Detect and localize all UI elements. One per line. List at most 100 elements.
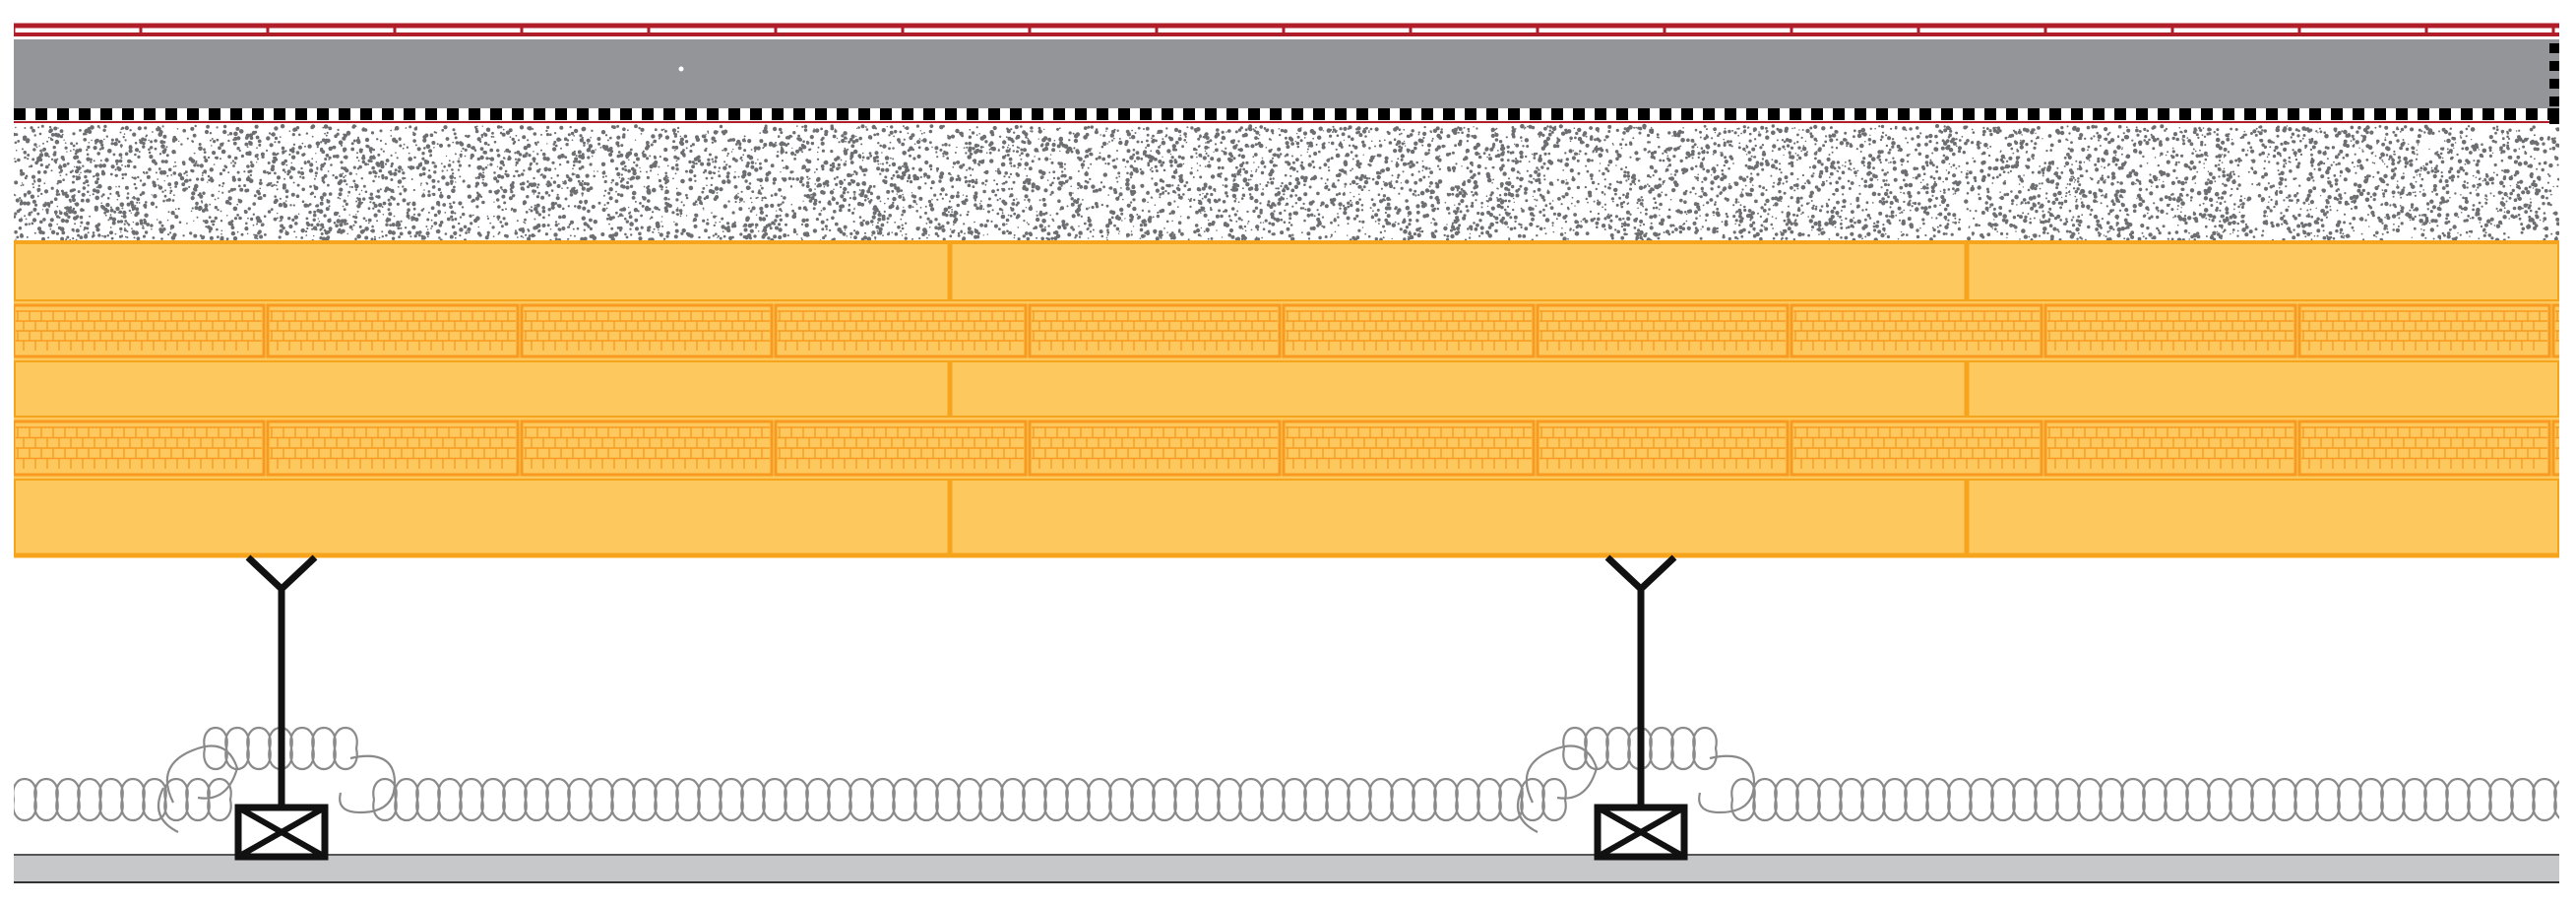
- gravel-grain: [1404, 145, 1407, 147]
- gravel-grain: [829, 163, 833, 167]
- gravel-grain: [1233, 172, 1236, 175]
- gravel-grain: [2273, 149, 2277, 153]
- gravel-grain: [2230, 170, 2232, 173]
- gravel-grain: [100, 202, 102, 204]
- gravel-grain: [1843, 205, 1847, 209]
- gravel-grain: [1591, 180, 1596, 185]
- gravel-grain: [115, 162, 118, 165]
- gravel-grain: [821, 227, 825, 231]
- gravel-grain: [1867, 138, 1872, 142]
- gravel-grain: [445, 181, 450, 186]
- gravel-grain: [2532, 221, 2537, 226]
- gravel-grain: [1958, 139, 1962, 142]
- gravel-grain: [279, 221, 281, 223]
- gravel-grain: [1973, 175, 1978, 180]
- gravel-grain: [2281, 223, 2284, 226]
- gravel-grain: [388, 229, 393, 234]
- gravel-grain: [404, 226, 408, 229]
- gravel-grain: [2107, 140, 2111, 145]
- gravel-grain: [572, 167, 574, 170]
- gravel-grain: [459, 227, 464, 232]
- gravel-grain: [2428, 148, 2430, 151]
- gravel-grain: [1396, 140, 1402, 145]
- gravel-grain: [280, 215, 283, 220]
- gravel-grain: [1490, 133, 1495, 138]
- gravel-grain: [2445, 213, 2450, 218]
- gravel-grain: [895, 170, 899, 174]
- separation-dash: [1681, 108, 1693, 120]
- gravel-grain: [1461, 131, 1464, 134]
- gravel-grain: [408, 125, 412, 129]
- gravel-grain: [1098, 187, 1102, 192]
- separation-dash: [317, 108, 329, 120]
- gravel-grain: [1674, 169, 1679, 173]
- gravel-grain: [2336, 209, 2339, 212]
- gravel-grain: [2295, 164, 2300, 169]
- gravel-grain: [1709, 198, 1714, 202]
- gravel-grain: [754, 223, 759, 227]
- gravel-grain: [1204, 150, 1207, 153]
- gravel-grain: [671, 211, 675, 215]
- gravel-grain: [1402, 170, 1405, 173]
- gravel-grain: [832, 164, 836, 168]
- gravel-grain: [706, 184, 708, 187]
- gravel-grain: [1239, 167, 1242, 171]
- gravel-grain: [1998, 212, 2002, 217]
- gravel-grain: [537, 213, 541, 217]
- gravel-grain: [2397, 225, 2400, 227]
- gravel-grain: [146, 174, 151, 179]
- gravel-grain: [1105, 130, 1107, 132]
- gravel-grain: [354, 237, 357, 240]
- gravel-grain: [79, 215, 84, 220]
- gravel-grain: [348, 225, 353, 229]
- gravel-grain: [2181, 138, 2183, 140]
- gravel-grain: [1141, 219, 1146, 225]
- gravel-grain: [1009, 206, 1012, 209]
- gravel-grain: [748, 207, 750, 210]
- gravel-grain: [865, 126, 867, 128]
- gravel-grain: [726, 227, 731, 233]
- gravel-grain: [836, 175, 839, 179]
- gravel-grain: [350, 147, 355, 152]
- gravel-grain: [1924, 161, 1929, 164]
- gravel-grain: [1591, 159, 1594, 162]
- separation-dash: [1443, 108, 1455, 120]
- gravel-grain: [1844, 131, 1848, 135]
- gravel-grain: [1524, 138, 1530, 143]
- gravel-grain: [2465, 159, 2470, 163]
- gravel-grain: [1036, 214, 1038, 217]
- gravel-grain: [268, 171, 272, 174]
- gravel-grain: [328, 192, 333, 196]
- gravel-grain: [1182, 193, 1185, 196]
- gravel-grain: [2526, 190, 2531, 195]
- gravel-grain: [1197, 233, 1201, 237]
- gravel-grain: [1041, 197, 1046, 202]
- gravel-grain: [148, 139, 150, 142]
- separation-dash: [988, 108, 1000, 120]
- gravel-grain: [869, 154, 873, 158]
- gravel-grain: [499, 166, 503, 170]
- gravel-grain: [1958, 218, 1962, 222]
- gravel-grain: [897, 225, 901, 229]
- gravel-grain: [1344, 186, 1347, 188]
- separation-dash: [1768, 108, 1780, 120]
- gravel-grain: [1711, 137, 1714, 140]
- gravel-grain: [814, 128, 820, 133]
- gravel-grain: [1773, 181, 1776, 184]
- gravel-grain: [372, 201, 376, 205]
- gravel-grain: [2425, 202, 2430, 206]
- gravel-grain: [705, 133, 707, 136]
- gravel-grain: [2071, 231, 2076, 236]
- gravel-grain: [1232, 178, 1236, 182]
- gravel-grain: [501, 132, 506, 137]
- gravel-grain: [1509, 226, 1514, 231]
- gravel-grain: [372, 207, 375, 210]
- gravel-grain: [177, 207, 180, 211]
- gravel-grain: [585, 173, 590, 178]
- gravel-grain: [1026, 174, 1029, 177]
- gravel-grain: [193, 220, 195, 222]
- gravel-grain: [575, 161, 579, 163]
- gravel-grain: [1490, 191, 1494, 195]
- gravel-grain: [1507, 177, 1511, 180]
- gravel-grain: [1703, 158, 1706, 161]
